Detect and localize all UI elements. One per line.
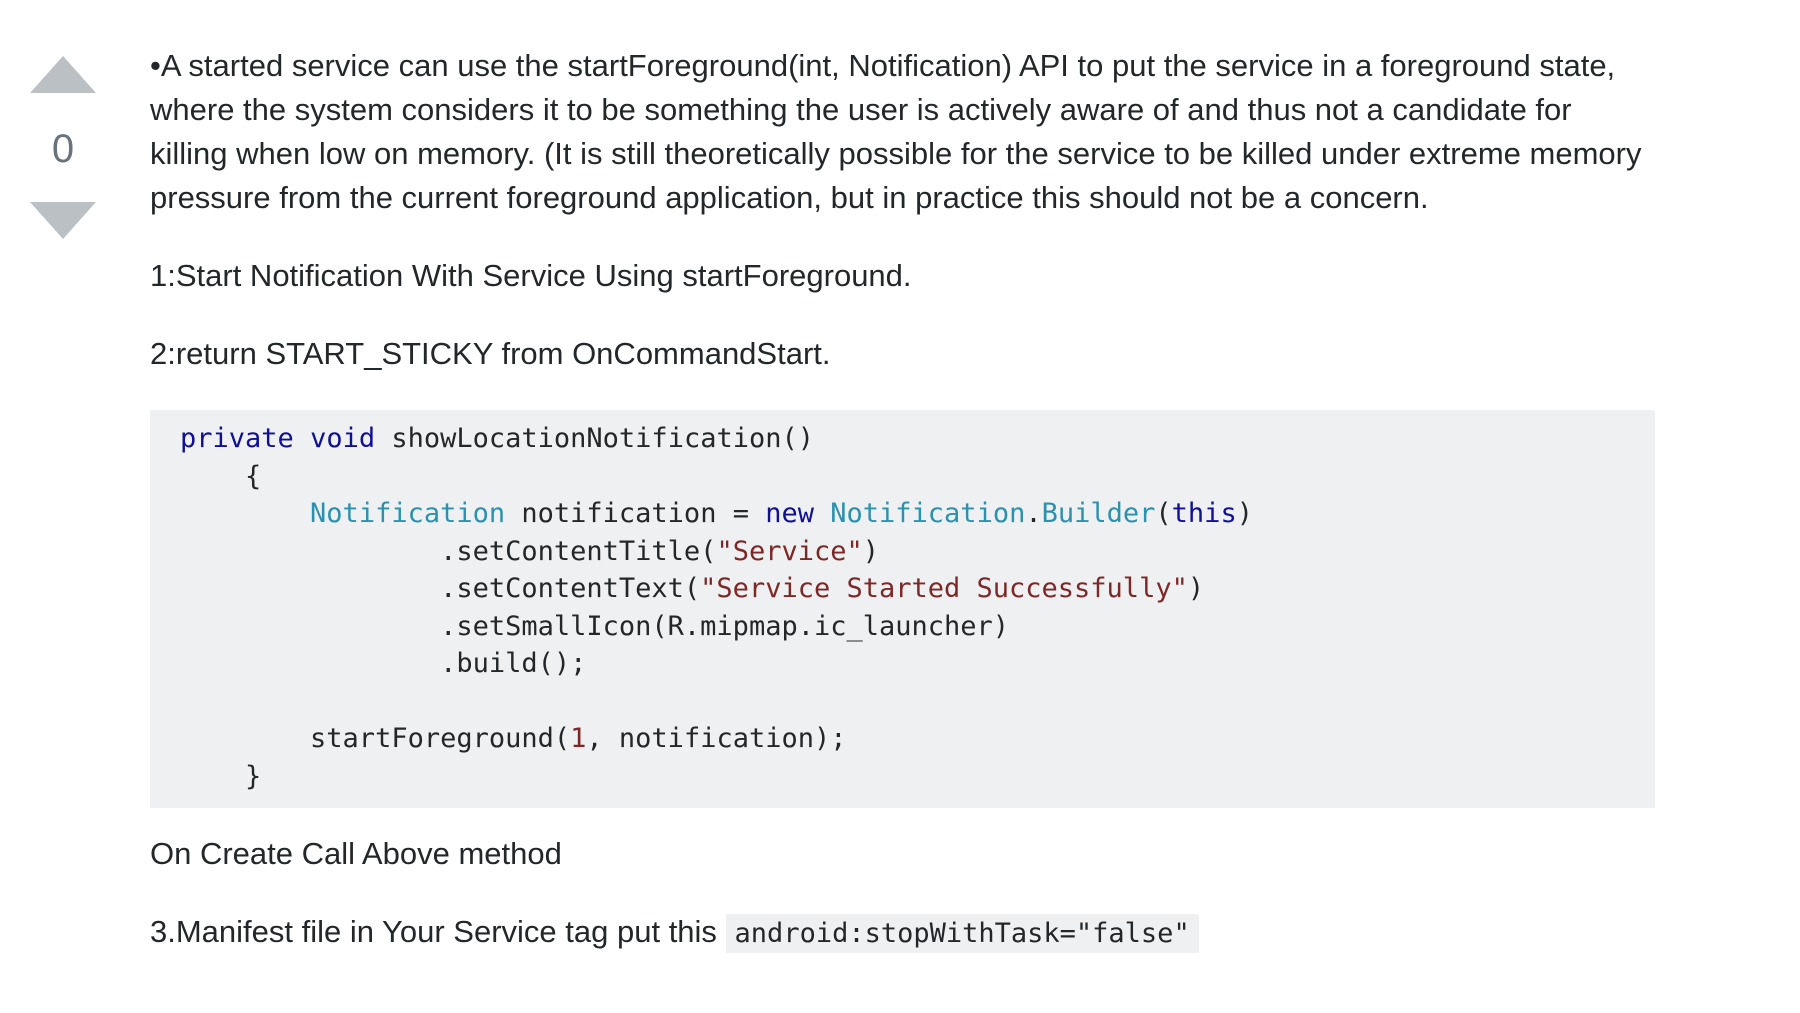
code-line: startForeground(1, notification); xyxy=(180,720,1625,758)
code-text: { xyxy=(180,460,262,492)
code-keyword: new xyxy=(765,498,814,529)
answer-step-3-text: 3.Manifest file in Your Service tag put … xyxy=(150,914,726,949)
code-text: .build(); xyxy=(180,648,587,679)
downvote-button[interactable] xyxy=(28,202,98,239)
vote-panel: 0 xyxy=(28,56,98,239)
code-text: .setSmallIcon(R.mipmap.ic_launcher) xyxy=(180,610,1010,642)
answer-note: On Create Call Above method xyxy=(150,836,562,871)
answer-step-1: 1:Start Notification With Service Using … xyxy=(150,258,912,293)
code-text xyxy=(180,498,310,529)
code-line: .build(); xyxy=(180,645,1625,683)
upvote-button[interactable] xyxy=(28,56,98,93)
code-number: 1 xyxy=(570,723,587,754)
code-text: ) xyxy=(1236,498,1253,529)
code-text: showLocationNotification() xyxy=(375,423,814,454)
inline-code: android:stopWithTask="false" xyxy=(725,914,1199,953)
code-text: ) xyxy=(862,535,880,567)
code-text: ( xyxy=(1155,498,1172,529)
code-line: } xyxy=(180,758,1625,796)
code-keyword: void xyxy=(310,423,376,454)
code-text: startForeground( xyxy=(180,723,571,754)
code-text: } xyxy=(180,760,262,792)
code-text xyxy=(814,498,830,529)
vote-score: 0 xyxy=(51,127,75,171)
answer-step-3: 3.Manifest file in Your Service tag put … xyxy=(150,910,1655,956)
code-keyword: private xyxy=(180,423,294,454)
code-text: .setContentTitle( xyxy=(180,535,717,567)
code-string: "Service Started Successfully" xyxy=(700,573,1188,604)
answer-step-2: 2:return START_STICKY from OnCommandStar… xyxy=(150,336,831,371)
code-text: , notification); xyxy=(586,723,847,754)
code-line xyxy=(180,683,1625,721)
code-line: .setContentText("Service Started Success… xyxy=(180,570,1625,608)
code-line: .setSmallIcon(R.mipmap.ic_launcher) xyxy=(180,608,1625,646)
code-type: Notification xyxy=(310,498,506,529)
code-line: Notification notification = new Notifica… xyxy=(180,495,1625,533)
answer-paragraph: •A started service can use the startFore… xyxy=(150,48,1642,215)
code-type: Notification xyxy=(830,498,1026,529)
code-text: ) xyxy=(1187,573,1205,604)
arrow-up-icon xyxy=(30,56,96,93)
answer-body: •A started service can use the startFore… xyxy=(150,44,1655,990)
code-string: "Service" xyxy=(716,535,863,567)
code-type: Builder xyxy=(1041,498,1156,529)
code-line: { xyxy=(180,458,1625,496)
code-text: . xyxy=(1025,498,1042,529)
code-keyword: this xyxy=(1171,498,1237,529)
code-text: .setContentText( xyxy=(180,573,701,604)
code-text: notification = xyxy=(505,498,766,529)
arrow-down-icon xyxy=(30,202,96,239)
code-line: private void showLocationNotification() xyxy=(180,420,1625,458)
code-block: private void showLocationNotification() … xyxy=(150,410,1655,808)
code-line: .setContentTitle("Service") xyxy=(180,533,1625,571)
